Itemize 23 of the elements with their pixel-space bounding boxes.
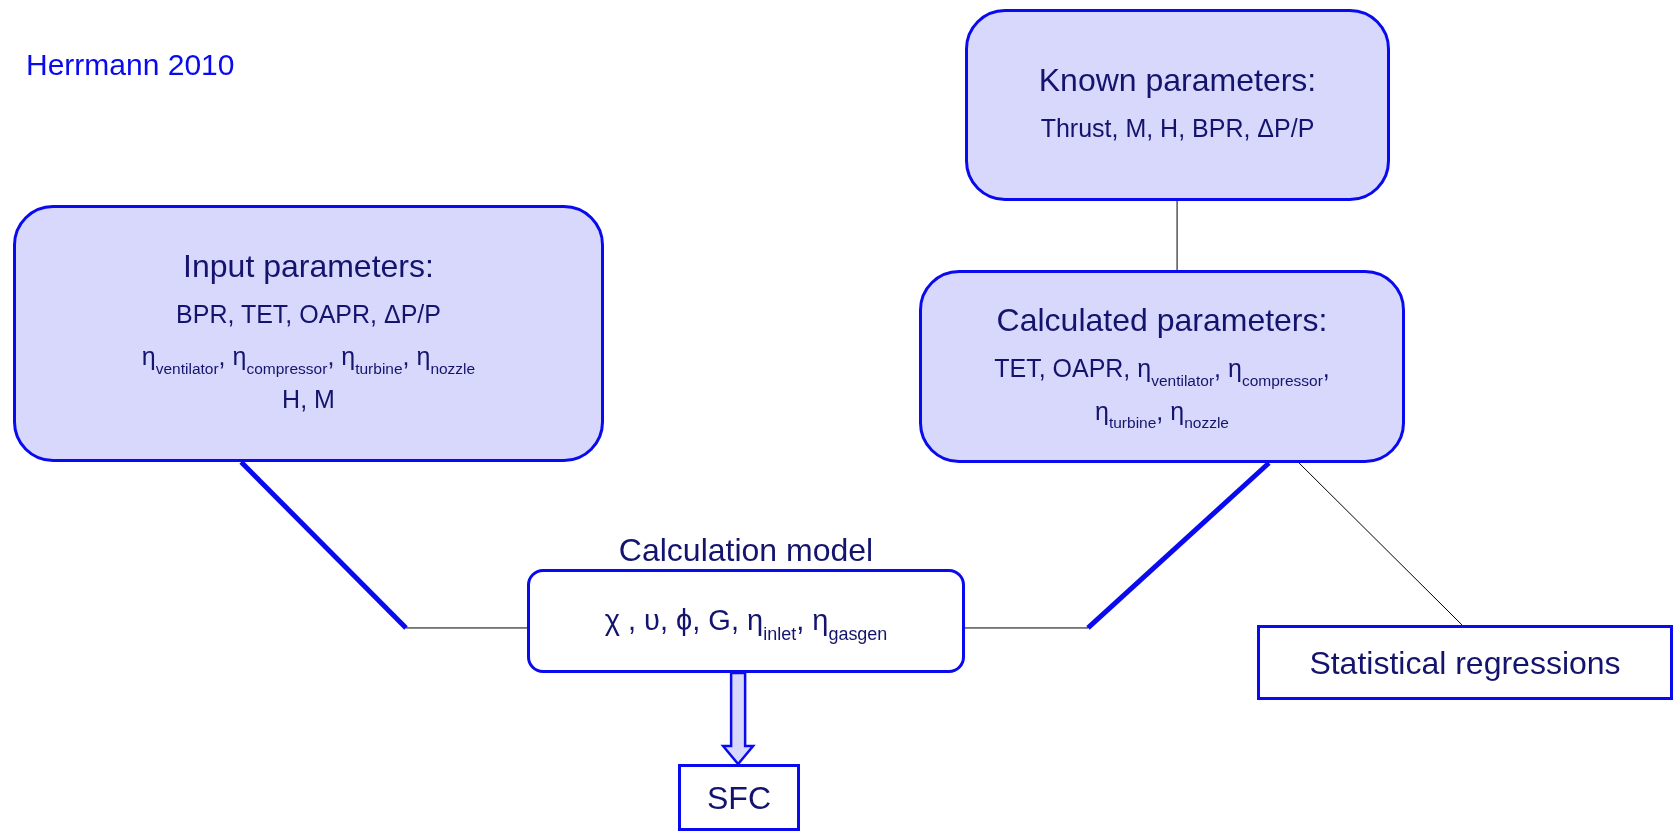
node-heading: Calculated parameters: bbox=[996, 300, 1328, 340]
connector-line bbox=[239, 460, 528, 630]
rounded-box bbox=[919, 270, 1405, 463]
node-text: H, M bbox=[282, 383, 335, 415]
node-heading: Input parameters: bbox=[183, 246, 434, 285]
node-text: Statistical regressions bbox=[1309, 643, 1621, 683]
diagram-title: Herrmann 2010 bbox=[26, 47, 235, 83]
process-box bbox=[1257, 625, 1673, 700]
connector-line bbox=[1176, 200, 1178, 271]
block-arrow bbox=[720, 671, 756, 766]
node-text: Thrust, M, H, BPR, ΔP/P bbox=[1040, 112, 1315, 144]
node-text: SFC bbox=[707, 778, 771, 818]
connector-line bbox=[964, 461, 1271, 630]
node-text: TET, OAPR, η$_{ventilator}$, η$_{compressor}$, η$_{turbine}$, η$_{nozzle}$ bbox=[993, 353, 1331, 433]
process-box bbox=[678, 764, 800, 831]
node-text: χ , υ, ϕ, G, η$_{inlet}$, η$_{gasgen}$ bbox=[604, 603, 888, 643]
node-text: η$_{ventilator}$, η$_{compressor}$, η$_{turbine}$, η$_{nozzle}$ bbox=[141, 341, 476, 378]
node-heading: Calculation model bbox=[617, 531, 875, 570]
node-text: BPR, TET, OAPR, ΔP/P bbox=[176, 298, 441, 330]
rounded-box bbox=[13, 205, 604, 462]
rounded-box bbox=[965, 9, 1390, 201]
connector-line bbox=[1298, 462, 1463, 626]
node-heading: Known parameters: bbox=[1038, 60, 1317, 99]
